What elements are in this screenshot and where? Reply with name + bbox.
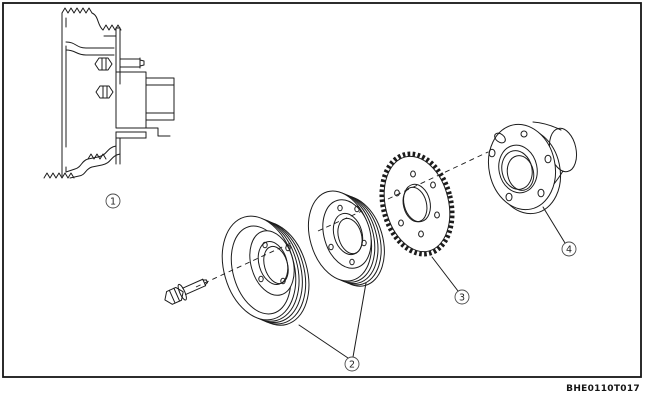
callout-3: 3 <box>454 289 470 305</box>
callout-3-label: 3 <box>459 292 465 303</box>
leader-line-2a <box>298 324 349 359</box>
hub-drawing <box>488 121 578 215</box>
left-bolt-drawing <box>95 85 114 99</box>
zigzag-break-upper-arm <box>102 24 122 31</box>
callout-1: 1 <box>105 193 121 209</box>
zigzag-break-lower-arm <box>87 153 107 160</box>
callout-4: 4 <box>561 241 577 257</box>
callout-4-label: 4 <box>566 244 572 255</box>
assembly-axis-centerline <box>195 151 489 288</box>
callout-1-label: 1 <box>110 196 116 207</box>
zigzag-break-top <box>61 7 93 14</box>
figure-code: BHE0110T017 <box>566 384 640 394</box>
pulley-bolt-drawing <box>164 278 209 305</box>
sprocket-drawing <box>379 151 455 257</box>
leader-line-2b <box>352 282 367 358</box>
callout-2-label: 2 <box>349 359 355 370</box>
leader-line-4 <box>542 206 566 244</box>
mounted-pulley-section-drawing <box>43 7 175 179</box>
pulley-small-drawing <box>307 190 385 287</box>
leader-line-3 <box>431 256 459 292</box>
pulley-large-drawing <box>221 215 310 326</box>
hub-slot-hole <box>494 132 506 144</box>
upper-bolt-drawing <box>94 57 145 71</box>
callout-2: 2 <box>344 356 360 372</box>
sprocket-teeth <box>379 151 455 257</box>
callout-leader-lines <box>298 206 566 359</box>
zigzag-break-bottom <box>43 172 75 179</box>
figure-frame <box>2 2 642 378</box>
